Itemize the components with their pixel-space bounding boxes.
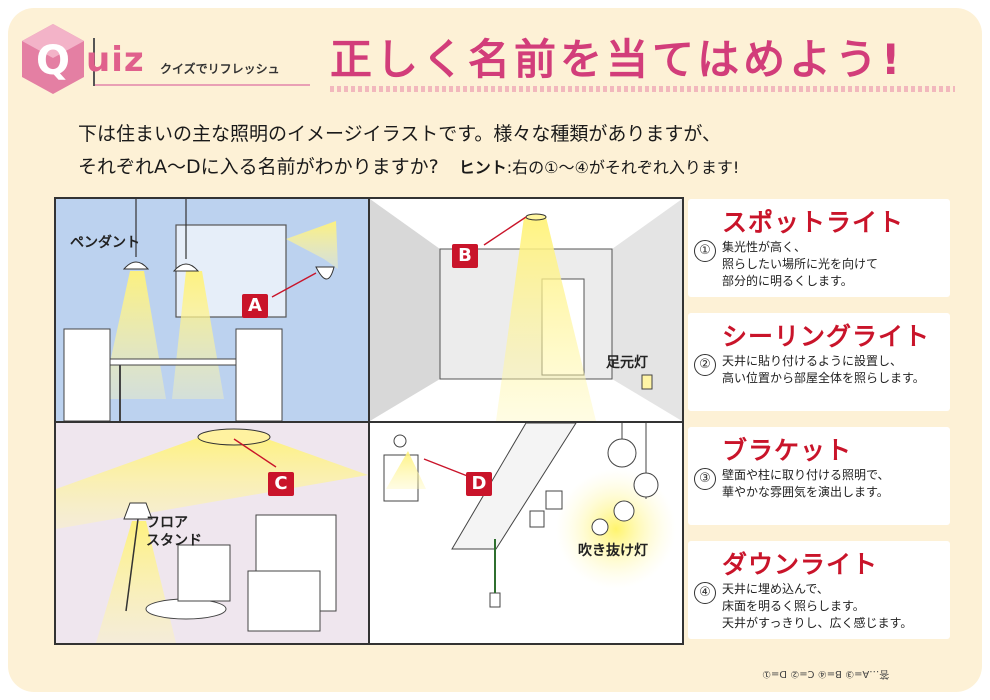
answer-desc-line: 照らしたい場所に光を向けて — [722, 257, 879, 271]
answer-desc-line: 床面を明るく照らします。 — [722, 599, 865, 613]
foot-light-label: 足元灯 — [606, 355, 648, 371]
intro-line-2: それぞれA～Dに入る名前がわかりますか? ヒント:右の①～④がそれぞれ入ります! — [78, 151, 958, 184]
badge-a: A — [242, 294, 268, 318]
answer-name: ダウンライト — [722, 550, 879, 579]
badge-b: B — [452, 244, 478, 268]
answer-desc-line: 壁面や柱に取り付ける照明で、 — [722, 468, 890, 482]
lighting-illustration — [54, 197, 684, 645]
hint-text: :右の①～④がそれぞれ入ります! — [506, 158, 740, 177]
floor-stand-label-1: フロア — [146, 515, 188, 531]
answer-number: ④ — [694, 582, 716, 604]
answer-number: ② — [694, 354, 716, 376]
answer-card-3: ブラケット ③ 壁面や柱に取り付ける照明で、 華やかな雰囲気を演出します。 — [688, 427, 950, 525]
answer-card-2: シーリングライト ② 天井に貼り付けるように設置し、 高い位置から部屋全体を照ら… — [688, 313, 950, 411]
quiz-underline — [95, 84, 310, 86]
scene-stairs — [370, 422, 682, 643]
illustration-drawing — [56, 199, 682, 643]
quiz-subtitle: クイズでリフレッシュ — [160, 62, 280, 76]
answer-desc-line: 部分的に明るくします。 — [722, 274, 853, 288]
answer-number: ① — [694, 240, 716, 262]
answer-card-4: ダウンライト ④ 天井に埋め込んで、 床面を明るく照らします。 天井がすっきりし… — [688, 541, 950, 639]
answer-desc-line: 天井に貼り付けるように設置し、 — [722, 354, 903, 368]
answer-name: ブラケット — [722, 436, 853, 465]
scene-hallway — [370, 199, 682, 421]
answer-number: ③ — [694, 468, 716, 490]
answer-card-1: スポットライト ① 集光性が高く、 照らしたい場所に光を向けて 部分的に明るくし… — [688, 199, 950, 297]
floor-stand-label-2: スタンド — [146, 533, 202, 549]
pendant-label: ペンダント — [70, 235, 140, 251]
badge-c: C — [268, 472, 294, 496]
quiz-word: uiz — [86, 40, 145, 80]
answer-desc-line: 集光性が高く、 — [722, 240, 807, 254]
intro-line-2-text: それぞれA～Dに入る名前がわかりますか? — [78, 156, 439, 178]
quiz-letter: Q — [36, 38, 70, 84]
answer-desc: 集光性が高く、 照らしたい場所に光を向けて 部分的に明るくします。 — [722, 239, 948, 290]
scene-living — [56, 423, 368, 643]
answer-name: シーリングライト — [722, 322, 931, 351]
answer-desc-line: 高い位置から部屋全体を照らします。 — [722, 371, 925, 385]
answer-desc-line: 天井に埋め込んで、 — [722, 582, 829, 596]
atrium-light-label: 吹き抜け灯 — [578, 543, 648, 559]
answer-desc: 天井に埋め込んで、 床面を明るく照らします。 天井がすっきりし、広く感じます。 — [722, 581, 948, 632]
answer-desc: 壁面や柱に取り付ける照明で、 華やかな雰囲気を演出します。 — [722, 467, 948, 501]
hint-label: ヒント — [458, 158, 507, 177]
title-underline — [330, 86, 955, 92]
intro-line-1: 下は住まいの主な照明のイメージイラストです。様々な種類がありますが、 — [78, 123, 721, 145]
answer-desc-line: 天井がすっきりし、広く感じます。 — [722, 616, 913, 630]
answer-desc: 天井に貼り付けるように設置し、 高い位置から部屋全体を照らします。 — [722, 353, 948, 387]
answer-desc-line: 華やかな雰囲気を演出します。 — [722, 485, 889, 499]
quiz-hexagon-icon: Q — [22, 24, 84, 94]
badge-d: D — [466, 472, 492, 496]
answer-name: スポットライト — [722, 208, 905, 237]
page-title: 正しく名前を当てはめよう! — [330, 35, 905, 84]
quiz-divider — [93, 38, 95, 86]
intro-text: 下は住まいの主な照明のイメージイラストです。様々な種類がありますが、 それぞれA… — [78, 118, 958, 184]
answer-key: 答…A=③ B=④ C=② D=① — [762, 668, 890, 679]
